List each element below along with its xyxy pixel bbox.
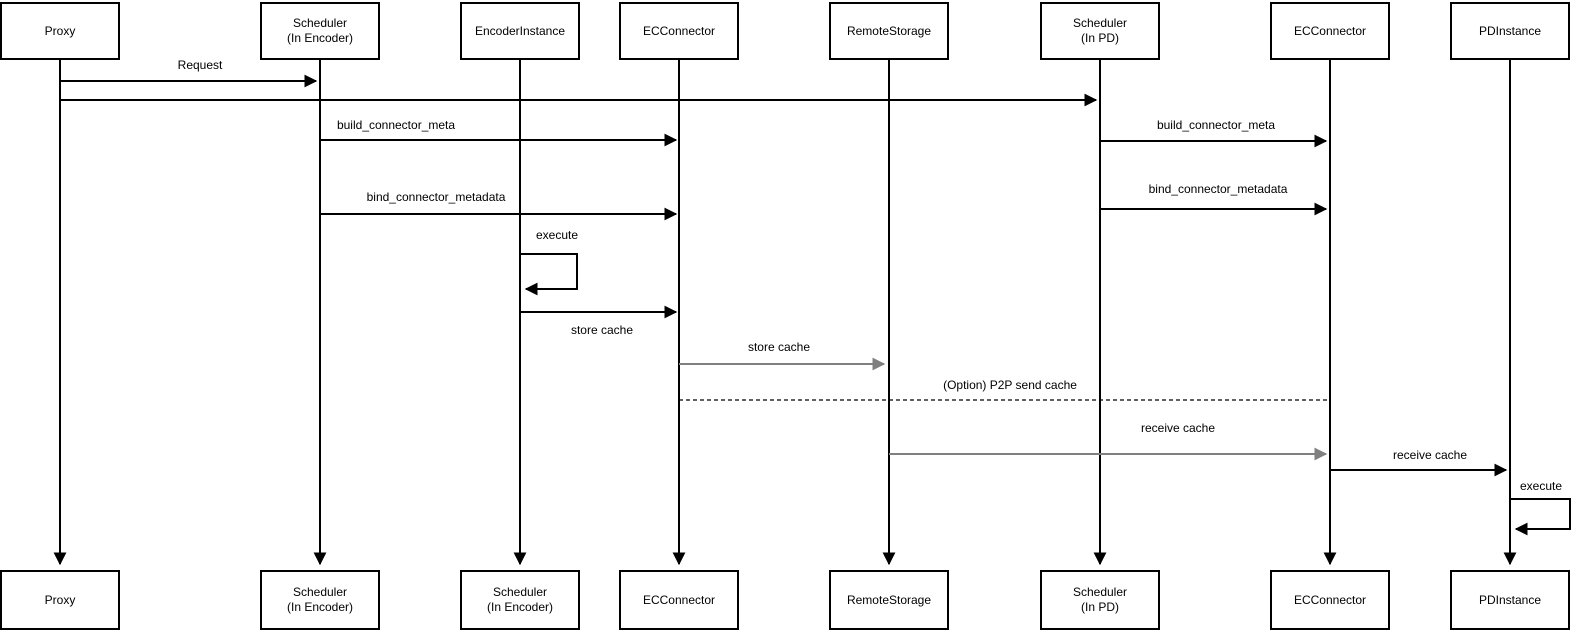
actor-bottom-ec-connector-2: ECConnector [1270,570,1390,630]
actor-top-ec-connector-2: ECConnector [1270,2,1390,60]
message-label-execute-pd: execute [1519,479,1563,493]
message-label-bind-connector-metadata-left: bind_connector_metadata [366,190,506,204]
actor-bottom-pd-instance: PDInstance [1450,570,1570,630]
actor-top-scheduler-encoder: Scheduler (In Encoder) [260,2,380,60]
self-loop-execute-pd [1510,498,1571,536]
actor-top-scheduler-pd: Scheduler (In PD) [1040,2,1160,60]
message-label-store-cache-1: store cache [570,323,634,337]
actor-top-pd-instance: PDInstance [1450,2,1570,60]
self-loop-execute-encoder [520,253,578,296]
actor-bottom-remote-storage: RemoteStorage [829,570,949,630]
message-label-execute-encoder: execute [535,228,579,242]
actor-top-encoder-instance: EncoderInstance [460,2,580,60]
actor-top-remote-storage: RemoteStorage [829,2,949,60]
message-label-p2p-send-cache: (Option) P2P send cache [943,378,1077,392]
message-label-store-cache-2: store cache [747,340,811,354]
actor-bottom-scheduler-encoder-1: Scheduler (In Encoder) [260,570,380,630]
actor-bottom-scheduler-pd: Scheduler (In PD) [1040,570,1160,630]
actor-bottom-proxy: Proxy [0,570,120,630]
message-label-build-connector-meta-right: build_connector_meta [1156,118,1276,132]
actor-top-ec-connector-1: ECConnector [619,2,739,60]
message-label-receive-cache-1: receive cache [1140,421,1216,435]
message-label-bind-connector-metadata-right: bind_connector_metadata [1148,182,1288,196]
actor-top-proxy: Proxy [0,2,120,60]
message-label-request: Request [177,58,223,72]
actor-bottom-scheduler-encoder-2: Scheduler (In Encoder) [460,570,580,630]
message-label-receive-cache-2: receive cache [1392,448,1468,462]
message-label-build-connector-meta-left: build_connector_meta [336,118,456,132]
actor-bottom-ec-connector-1: ECConnector [619,570,739,630]
